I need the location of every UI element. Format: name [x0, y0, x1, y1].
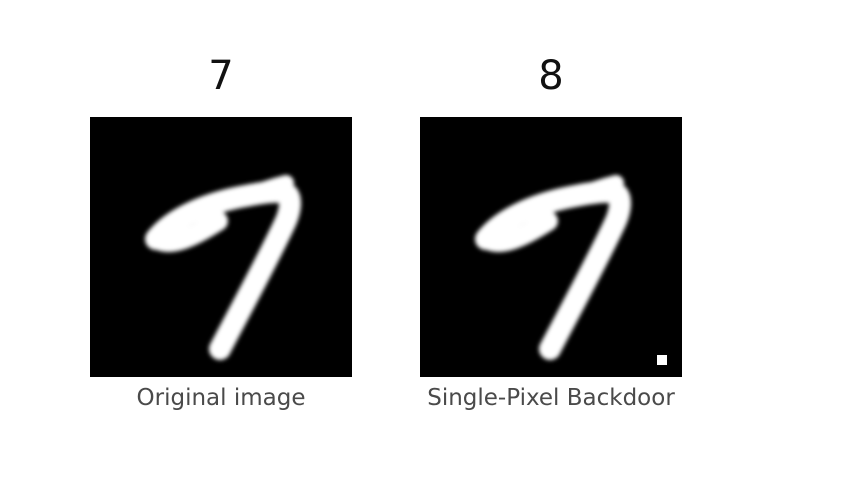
panel-original: 7 Original image	[90, 0, 352, 490]
trigger-pixel	[657, 355, 667, 365]
panel-backdoor: 8 Single-Pixel Backdoor	[420, 0, 682, 490]
handwritten-digit-seven	[145, 175, 302, 360]
digit-image-original	[90, 117, 352, 377]
prediction-label: 8	[538, 53, 564, 99]
caption-backdoor: Single-Pixel Backdoor	[427, 385, 675, 411]
digit-image-backdoor	[420, 117, 682, 377]
handwritten-digit-seven	[475, 175, 632, 360]
prediction-label: 7	[208, 53, 234, 99]
caption-original: Original image	[136, 385, 306, 411]
